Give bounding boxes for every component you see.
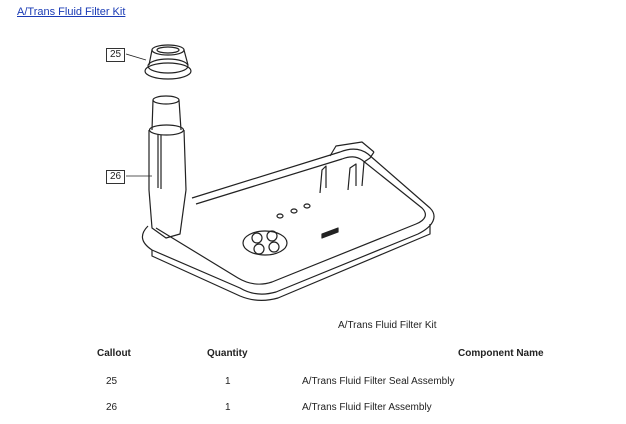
row-component-name: A/Trans Fluid Filter Assembly xyxy=(302,402,432,413)
row-callout: 25 xyxy=(106,376,118,387)
row-quantity: 1 xyxy=(225,402,231,413)
header-component-name: Component Name xyxy=(458,348,544,359)
row-callout: 26 xyxy=(106,402,118,413)
filter-kit-illustration: 25 26 xyxy=(100,38,460,308)
filter-assembly-part xyxy=(141,95,435,302)
seal-ring-part xyxy=(144,44,192,80)
callout-label-25: 25 xyxy=(106,48,126,62)
callout-label-26: 26 xyxy=(106,170,126,184)
header-callout: Callout xyxy=(97,348,131,359)
figure-caption: A/Trans Fluid Filter Kit xyxy=(338,320,437,331)
title-link[interactable]: A/Trans Fluid Filter Kit xyxy=(17,6,126,18)
header-quantity: Quantity xyxy=(207,348,248,359)
row-component-name: A/Trans Fluid Filter Seal Assembly xyxy=(302,376,455,387)
row-quantity: 1 xyxy=(225,376,231,387)
